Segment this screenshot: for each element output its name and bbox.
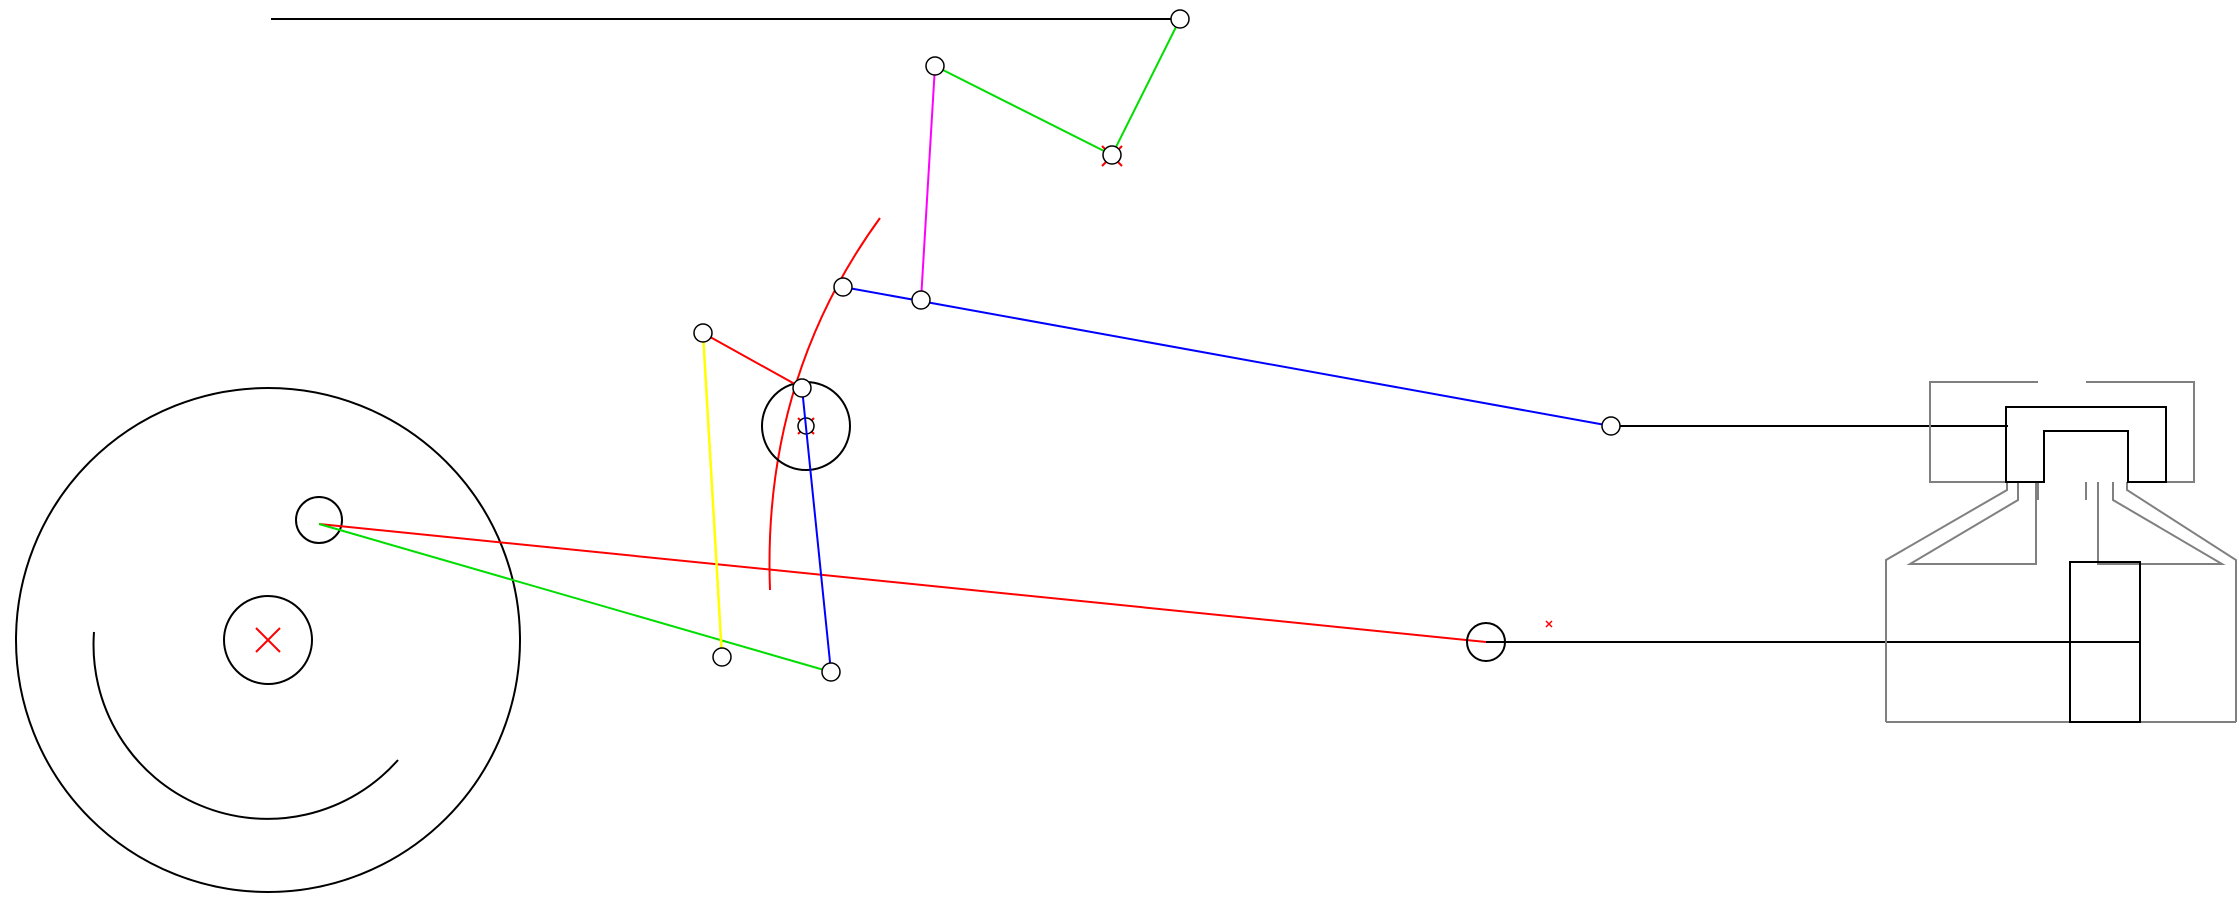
- drive-wheel: [15, 387, 521, 893]
- combination-lever: [701, 332, 724, 658]
- reversing-lever-pin: [1170, 9, 1190, 29]
- wheel-inner-arc: [92, 631, 399, 820]
- radius-rod-end-pin: [833, 277, 853, 297]
- link-top-pin: [792, 378, 812, 398]
- return-crank-rod: [318, 523, 832, 673]
- combination-lever-bottom-pin: [712, 647, 732, 667]
- dead-center-marker: [1545, 620, 1553, 628]
- weighbar-pin: [1102, 145, 1122, 165]
- link-arm: [702, 332, 803, 389]
- reach-rod: [934, 65, 1113, 156]
- lifting-link: [920, 65, 936, 301]
- expansion-link-arc: [768, 217, 881, 591]
- union-link: [801, 387, 832, 673]
- crosshead: [1466, 622, 1506, 662]
- axle: [223, 595, 313, 685]
- axle-center-marker: [255, 627, 281, 653]
- valve-spindle-pin: [1601, 416, 1621, 436]
- radius-rod: [842, 286, 1612, 427]
- eccentric-rod: [318, 523, 1487, 643]
- valve-spool: [2005, 406, 2167, 483]
- crank-pin: [295, 496, 343, 544]
- steam-chest: [1885, 381, 2237, 723]
- reach-rod-pin: [925, 56, 945, 76]
- combination-lever-top-pin: [693, 323, 713, 343]
- piston: [2069, 561, 2141, 723]
- union-link-pin: [821, 662, 841, 682]
- lifting-link-pin: [911, 290, 931, 310]
- weighbar-arm: [1111, 18, 1181, 156]
